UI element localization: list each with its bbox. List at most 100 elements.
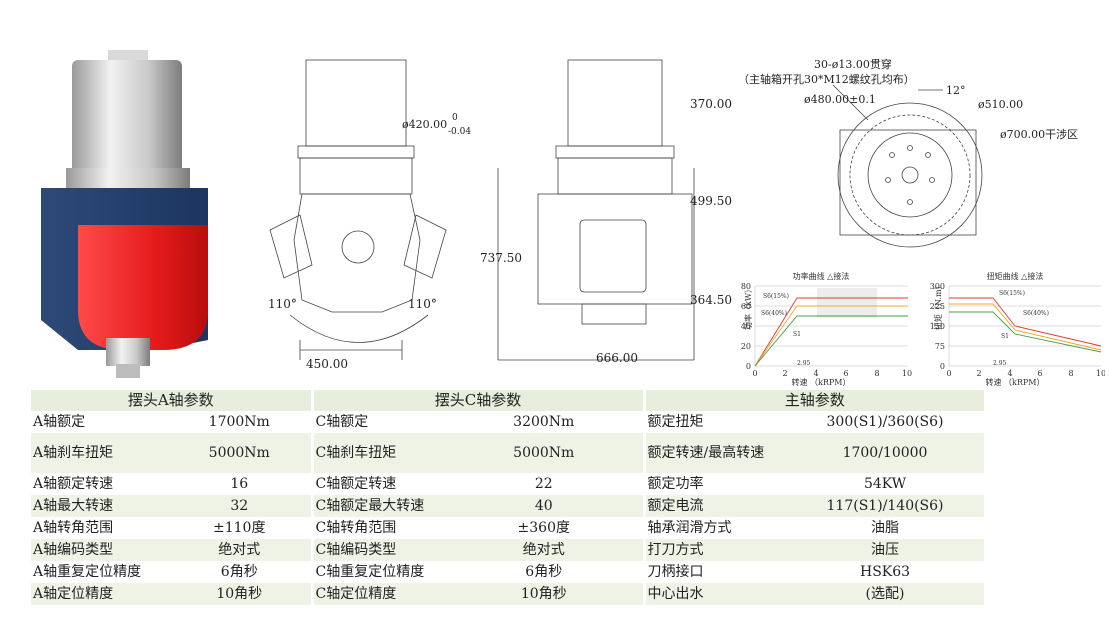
- param-name: C轴额定: [310, 411, 445, 433]
- param-name: 额定扭矩: [642, 411, 787, 433]
- front-tol-lower: -0.04: [448, 127, 471, 137]
- power-ytick: 20: [741, 342, 751, 351]
- power-mark-s6-15: S6(15%): [763, 293, 789, 300]
- param-value: 5000Nm: [168, 433, 312, 473]
- param-name: C轴转角范围: [310, 517, 445, 539]
- param-value: 3200Nm: [445, 411, 645, 433]
- param-value: 绝对式: [445, 539, 645, 561]
- torque-ytick: 75: [935, 342, 945, 351]
- power-xtick: 6: [843, 369, 848, 378]
- power-mark-knee: 2.95: [797, 360, 811, 367]
- top-pcd-label: ø480.00±0.1: [804, 93, 876, 106]
- param-name: 额定电流: [642, 495, 787, 517]
- power-xtick: 0: [752, 369, 757, 378]
- spindle-head-illustration: [41, 50, 208, 378]
- torque-xtick: 4: [1007, 369, 1012, 378]
- param-value: 油压: [786, 539, 985, 561]
- torque-mark-s6-40: S6(40%): [1023, 310, 1049, 317]
- power-xtick: 4: [813, 369, 818, 378]
- torque-ytick: 150: [930, 322, 945, 331]
- param-name: C轴重复定位精度: [310, 561, 445, 583]
- param-name: A轴转角范围: [31, 517, 168, 539]
- param-name: A轴重复定位精度: [31, 561, 168, 583]
- side-mid-dim: 499.50: [690, 194, 732, 208]
- param-value: 6角秒: [445, 561, 645, 583]
- param-value: 16: [168, 473, 312, 495]
- front-angle-right: 110°: [408, 297, 437, 311]
- torque-xtick: 0: [946, 369, 951, 378]
- power-ytick: 0: [746, 362, 751, 371]
- param-value: 10角秒: [168, 583, 312, 605]
- power-ytick: 60: [741, 302, 751, 311]
- param-value: 绝对式: [168, 539, 312, 561]
- param-name: 刀柄接口: [642, 561, 787, 583]
- side-low-dim: 364.50: [690, 293, 732, 307]
- param-value: 300(S1)/360(S6): [786, 411, 985, 433]
- param-value: 40: [445, 495, 645, 517]
- param-name: 轴承润滑方式: [642, 517, 787, 539]
- param-name: A轴额定: [31, 411, 168, 433]
- power-xtick: 8: [874, 369, 879, 378]
- power-ytick: 80: [741, 282, 751, 291]
- torque-chart-ylabel: 扭矩（N.m）: [933, 281, 943, 330]
- param-name: A轴最大转速: [31, 495, 168, 517]
- torque-xtick: 8: [1068, 369, 1073, 378]
- param-value: 1700/10000: [786, 433, 985, 473]
- top-holes-note2: （主轴箱开孔30*M12螺纹孔均布）: [738, 72, 915, 86]
- param-name: C轴刹车扭矩: [310, 433, 445, 473]
- param-name: 额定功率: [642, 473, 787, 495]
- param-name: C轴额定最大转速: [310, 495, 445, 517]
- side-total-dim: 737.50: [480, 251, 522, 265]
- power-curve-chart: 功率曲线 △接法 功率（kW） 80 60 40 20 0 0 2 4 6 8 …: [723, 268, 916, 387]
- param-name: A轴定位精度: [31, 583, 168, 605]
- power-mark-s1: S1: [793, 331, 801, 338]
- power-ytick: 40: [741, 322, 751, 331]
- side-width-label: 666.00: [596, 351, 638, 365]
- spindle-head-render: [38, 50, 218, 380]
- top-holes-note: 30-ø13.00贯穿: [814, 57, 892, 71]
- param-name: 打刀方式: [642, 539, 787, 561]
- torque-mark-s1: S1: [1001, 333, 1009, 340]
- power-xtick: 10: [902, 369, 912, 378]
- table-header-row: 摆头A轴参数 摆头C轴参数 主轴参数: [31, 390, 985, 411]
- front-tol-upper: 0: [452, 113, 458, 123]
- param-name: 额定转速/最高转速: [642, 433, 787, 473]
- power-mark-s6-40: S6(40%): [761, 310, 787, 317]
- front-width-label: 450.00: [306, 357, 348, 371]
- param-value: 油脂: [786, 517, 985, 539]
- param-name: C轴额定转速: [310, 473, 445, 495]
- side-top-dim: 370.00: [690, 97, 732, 111]
- param-name: A轴编码类型: [31, 539, 168, 561]
- power-chart-title: 功率曲线 △接法: [793, 271, 850, 281]
- top-view-drawing: 30-ø13.00贯穿 （主轴箱开孔30*M12螺纹孔均布） ø480.00±0…: [738, 50, 1098, 265]
- param-value: 6角秒: [168, 561, 312, 583]
- header-a-axis: 摆头A轴参数: [31, 390, 312, 411]
- param-value: (选配): [786, 583, 985, 605]
- param-name: C轴定位精度: [310, 583, 445, 605]
- torque-mark-knee: 2.95: [993, 360, 1007, 367]
- param-value: 1700Nm: [168, 411, 312, 433]
- torque-curve-chart: 扭矩曲线 △接法 扭矩（N.m） 300 225 150 75 0 0 2 4 …: [915, 268, 1106, 387]
- torque-xtick: 6: [1037, 369, 1042, 378]
- param-value: 5000Nm: [445, 433, 645, 473]
- side-view-drawing: 737.50 370.00 499.50 364.50 666.00: [478, 50, 736, 375]
- param-value: 22: [445, 473, 645, 495]
- torque-xtick: 2: [976, 369, 981, 378]
- header-c-axis: 摆头C轴参数: [310, 390, 645, 411]
- power-chart-xlabel: 转速 （kRPM）: [792, 377, 851, 386]
- param-value: 117(S1)/140(S6): [786, 495, 985, 517]
- torque-ytick: 0: [940, 362, 945, 371]
- param-name: A轴刹车扭矩: [31, 433, 168, 473]
- front-angle-left: 110°: [268, 297, 297, 311]
- param-value: ±110度: [168, 517, 312, 539]
- front-diameter-label: ø420.00: [402, 118, 447, 131]
- param-value: HSK63: [786, 561, 985, 583]
